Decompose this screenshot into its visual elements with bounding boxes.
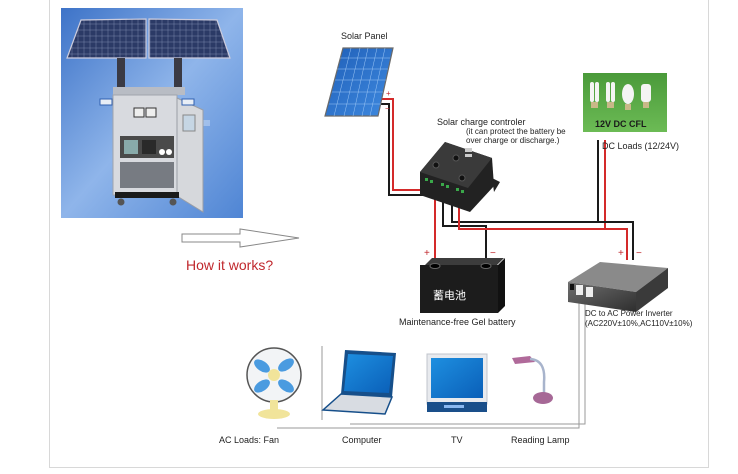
charge-controller-label: Solar charge controler	[437, 117, 526, 127]
charge-controller-note-2: over charge or discharge.)	[466, 136, 560, 145]
charge-controller-note-1: (it can protect the battery be	[466, 127, 566, 136]
dc-loads-cfl-icon	[583, 73, 667, 132]
battery-plus-sign: +	[424, 248, 430, 259]
ac-load-label-tv: TV	[451, 435, 463, 445]
computer-icon	[321, 350, 396, 415]
wiring	[380, 98, 634, 265]
panel-minus-sign: −	[385, 104, 390, 113]
panel-plus-sign: +	[386, 89, 391, 98]
battery-label: Maintenance-free Gel battery	[399, 317, 516, 327]
solar-panel-icon	[324, 47, 394, 117]
fan-icon	[246, 347, 302, 419]
solar-cart-photo	[61, 8, 243, 218]
ac-wiring	[277, 300, 586, 429]
solar-panel-label: Solar Panel	[341, 31, 388, 41]
inverter-plus-sign: +	[618, 248, 624, 259]
reading-lamp-icon	[512, 356, 553, 404]
diagram-title: How it works?	[186, 257, 274, 273]
dc-loads-label: DC Loads (12/24V)	[602, 141, 680, 151]
flow-arrow-icon	[181, 228, 300, 248]
inverter-label-1: DC to AC Power Inverter	[585, 309, 673, 318]
battery-minus-sign: −	[490, 248, 496, 259]
photo-solar-panels	[66, 18, 231, 59]
inverter-icon	[568, 262, 668, 312]
ac-load-label-computer: Computer	[342, 435, 382, 445]
cfl-panel-text: 12V DC CFL	[595, 119, 647, 129]
inverter-label-2: (AC220V±10%,AC110V±10%)	[585, 319, 693, 328]
inverter-minus-sign: −	[636, 248, 642, 259]
ac-load-label-fan: AC Loads: Fan	[219, 435, 280, 445]
battery-body-text: 蓄电池	[433, 289, 466, 302]
charge-controller-icon	[420, 142, 500, 212]
ac-load-label-lamp: Reading Lamp	[511, 435, 570, 445]
battery-icon	[420, 258, 505, 313]
tv-icon	[426, 353, 488, 412]
